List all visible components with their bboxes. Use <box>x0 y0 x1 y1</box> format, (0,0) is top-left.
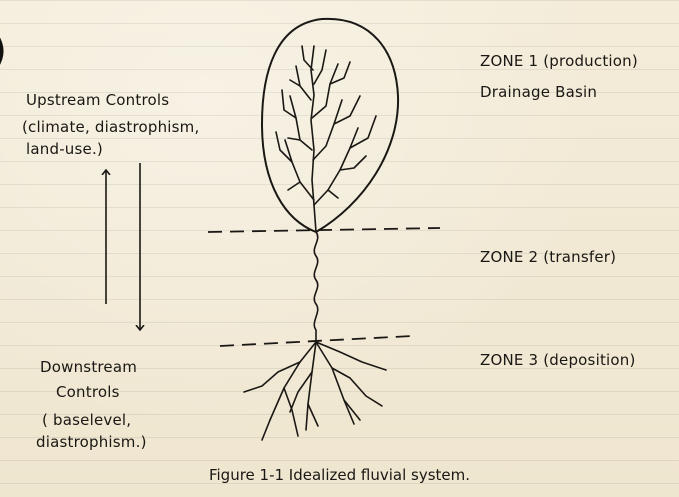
river-network <box>244 46 386 440</box>
figure-caption: Figure 1-1 Idealized fluvial system. <box>0 466 679 484</box>
drainage-basin-outline <box>262 19 398 232</box>
zone-1-2-boundary <box>208 228 440 232</box>
